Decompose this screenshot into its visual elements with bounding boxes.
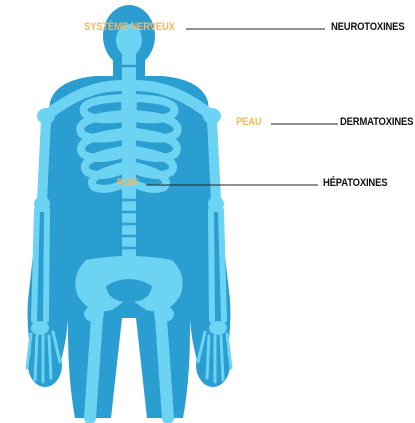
pelvis-opening bbox=[106, 279, 152, 302]
ribs bbox=[76, 94, 182, 193]
right-arm-bones bbox=[196, 115, 233, 384]
label-hepatoxins: HÉPATOXINES bbox=[323, 177, 388, 189]
label-neurotoxins: NEUROTOXINES bbox=[331, 21, 405, 33]
skeleton bbox=[25, 24, 233, 423]
skull bbox=[116, 24, 142, 56]
left-arm-bones bbox=[25, 115, 62, 384]
label-skin: PEAU bbox=[236, 116, 262, 128]
clavicles bbox=[40, 80, 218, 122]
label-dermatoxins: DERMATOXINES bbox=[340, 116, 414, 128]
label-nervous-system: SYSTÈME NERVEUX bbox=[84, 21, 175, 33]
label-liver: FOIE bbox=[117, 177, 139, 189]
leader-lines bbox=[146, 28, 338, 186]
spine-discs bbox=[117, 64, 141, 262]
leg-bones bbox=[84, 298, 174, 423]
